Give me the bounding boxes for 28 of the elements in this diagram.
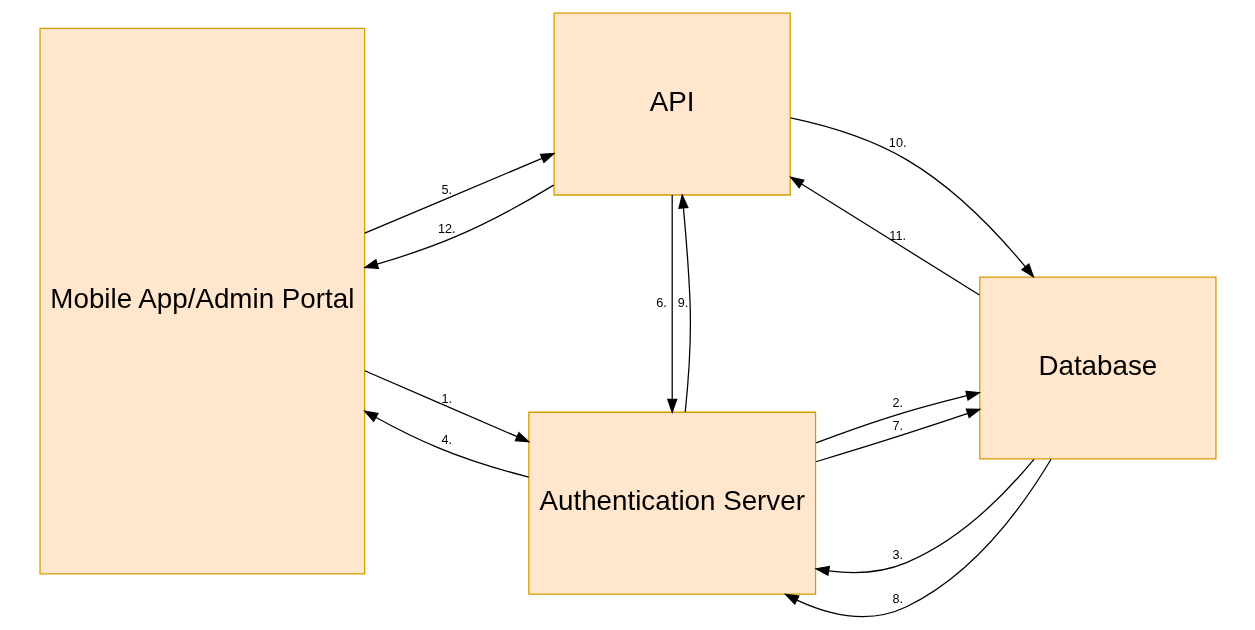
arrow: [363, 370, 531, 443]
arrow: [362, 184, 554, 270]
arrow: [788, 176, 980, 296]
arrow: [789, 117, 1035, 279]
node-box: Authentication Server: [527, 411, 816, 595]
edge-label: 3.: [891, 547, 903, 562]
arrow: [783, 458, 1052, 618]
edge-label: 2.: [891, 396, 903, 411]
arrow: [677, 193, 691, 413]
edge-label: 5.: [440, 182, 452, 197]
edge-label: 8.: [891, 591, 903, 606]
arrow: [363, 152, 556, 234]
node-box: Database: [978, 276, 1217, 460]
arrow: [815, 408, 982, 463]
edge-label: 10.: [888, 136, 906, 151]
edge-label: 6.: [655, 295, 667, 310]
edge-label: 4.: [440, 432, 452, 447]
edge-label: 7.: [891, 418, 903, 433]
node-box: Mobile App/Admin Portal: [38, 27, 365, 575]
arrow: [813, 458, 1035, 577]
edge-label: 1.: [440, 392, 452, 407]
edge-label: 12.: [437, 221, 456, 236]
edge-label: 9.: [677, 295, 688, 310]
edge-label: 11.: [888, 229, 906, 244]
node-box: API: [553, 12, 791, 196]
arrow: [814, 390, 981, 444]
arrow: [362, 410, 529, 478]
arrow: [666, 194, 677, 415]
